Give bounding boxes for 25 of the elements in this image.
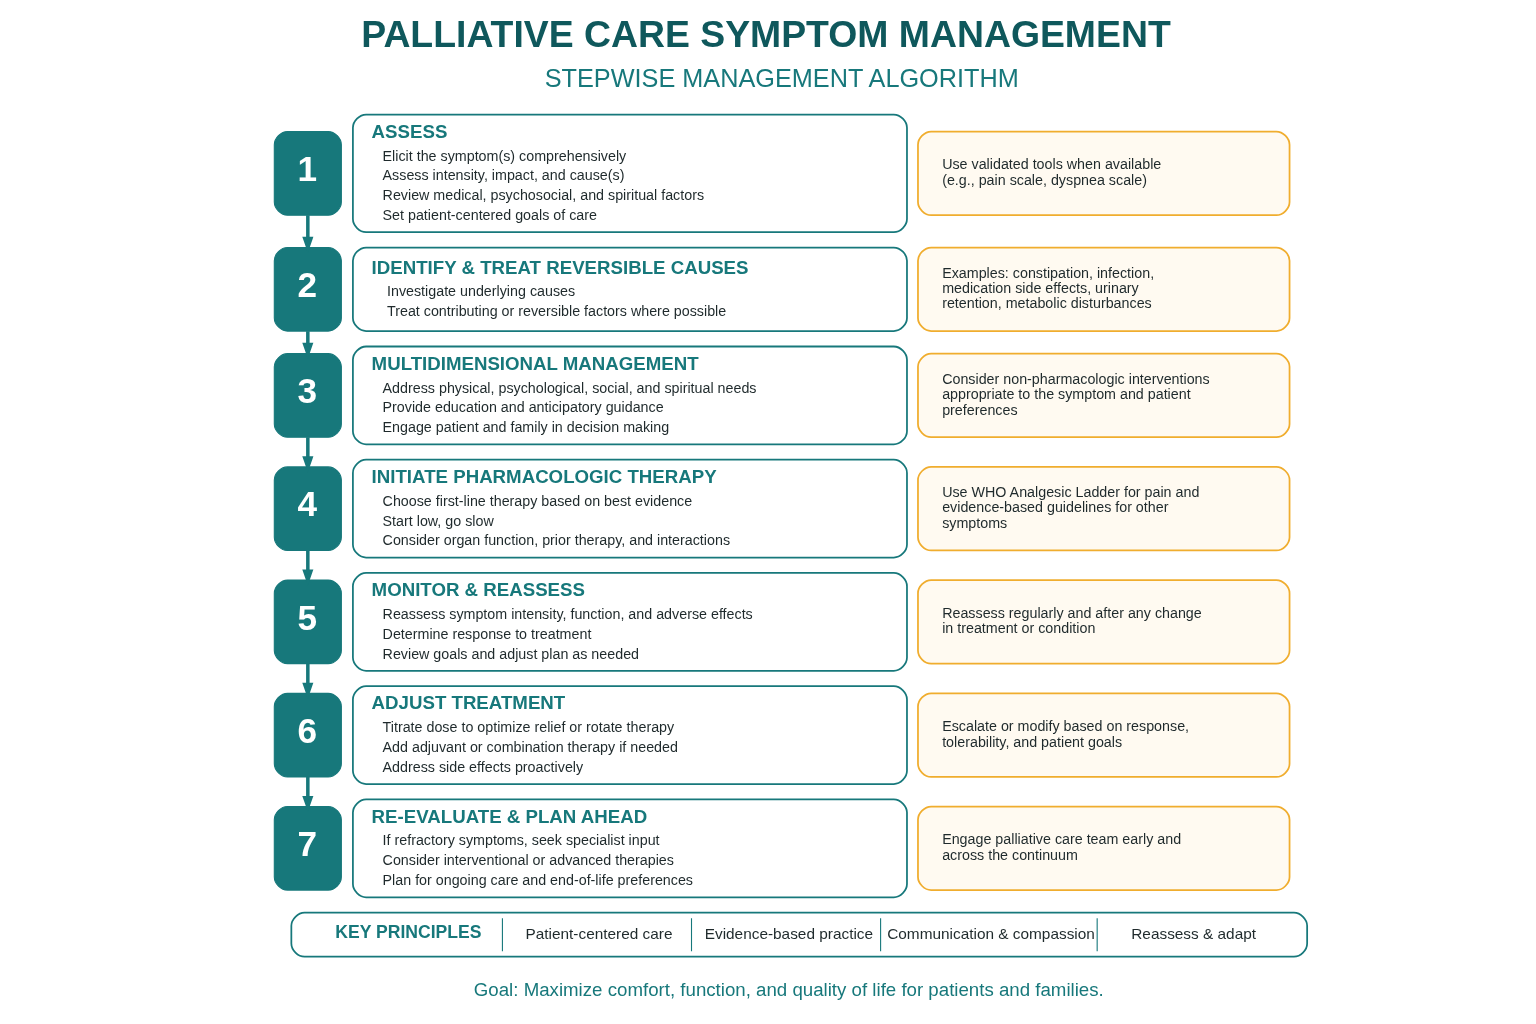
node-box: IDENTIFY & TREAT REVERSIBLE CAUSES Investigate underlying causes Treat contributing or reversible factors where possible [352,246,908,332]
label: STEPWISE MANAGEMENT ALGORITHM [544,63,1019,92]
node-box: 6 [273,692,342,777]
node-box: RE-EVALUATE & PLAN AHEAD If refractory symptoms, seek specialist input Consider interventional or advanced therapies Plan for ongoing care and end-of-life preferences [352,798,908,898]
node-box: ASSESS Elicit the symptom(s) comprehensively Assess intensity, impact, and cause(s) Review medical, psychosocial, and spiritual factors Set patient-centered goals of care [352,113,908,233]
diagram-title: PALLIATIVE CARE SYMPTOM MANAGEMENT [361,12,1171,55]
node-box: 2 [273,246,342,332]
node-box: ADJUST TREATMENT Titrate dose to optimize relief or rotate therapy Add adjuvant or combination therapy if needed Address side effects proactively [352,684,908,785]
node-box: Escalate or modify based on response, tolerability, and patient goals [917,691,1291,778]
node-box: Reassess regularly and after any change in treatment or condition [917,578,1291,665]
node-box: Engage palliative care team early and across the continuum [917,805,1291,891]
node-box: KEY PRINCIPLES Patient-centered care Evidence-based practice Communication & compassion Reassess & adapt [290,911,1309,957]
node-box: 1 [273,130,342,216]
node-box: INITIATE PHARMACOLOGIC THERAPY Choose first-line therapy based on best evidence Start low, go slow Consider organ function, prior therapy, and interactions [352,458,908,558]
caption: Goal: Maximize comfort, function, and quality of life for patients and families. [473,978,1104,1000]
node-box: MONITOR & REASSESS Reassess symptom intensity, function, and adverse effects Determine response to treatment Review goals and adjust plan as needed [352,571,908,672]
node-box: Use WHO Analgesic Ladder for pain and evidence-based guidelines for other symptoms [917,465,1291,551]
node-box: Use validated tools when available (e.g., pain scale, dyspnea scale) [917,130,1291,216]
node-box: MULTIDIMENSIONAL MANAGEMENT Address physical, psychological, social, and spiritual needs Provide education and anticipatory guidance Engage patient and family in decision making [352,345,908,445]
node-box: 7 [273,805,342,891]
node-box: Consider non-pharmacologic interventions appropriate to the symptom and patient preferences [917,352,1291,438]
node-box: 5 [273,579,342,664]
node-box: Examples: constipation, infection, medication side effects, urinary retention, metabolic disturbances [917,246,1291,332]
node-box: 4 [273,465,342,551]
node-box: 3 [273,352,342,438]
